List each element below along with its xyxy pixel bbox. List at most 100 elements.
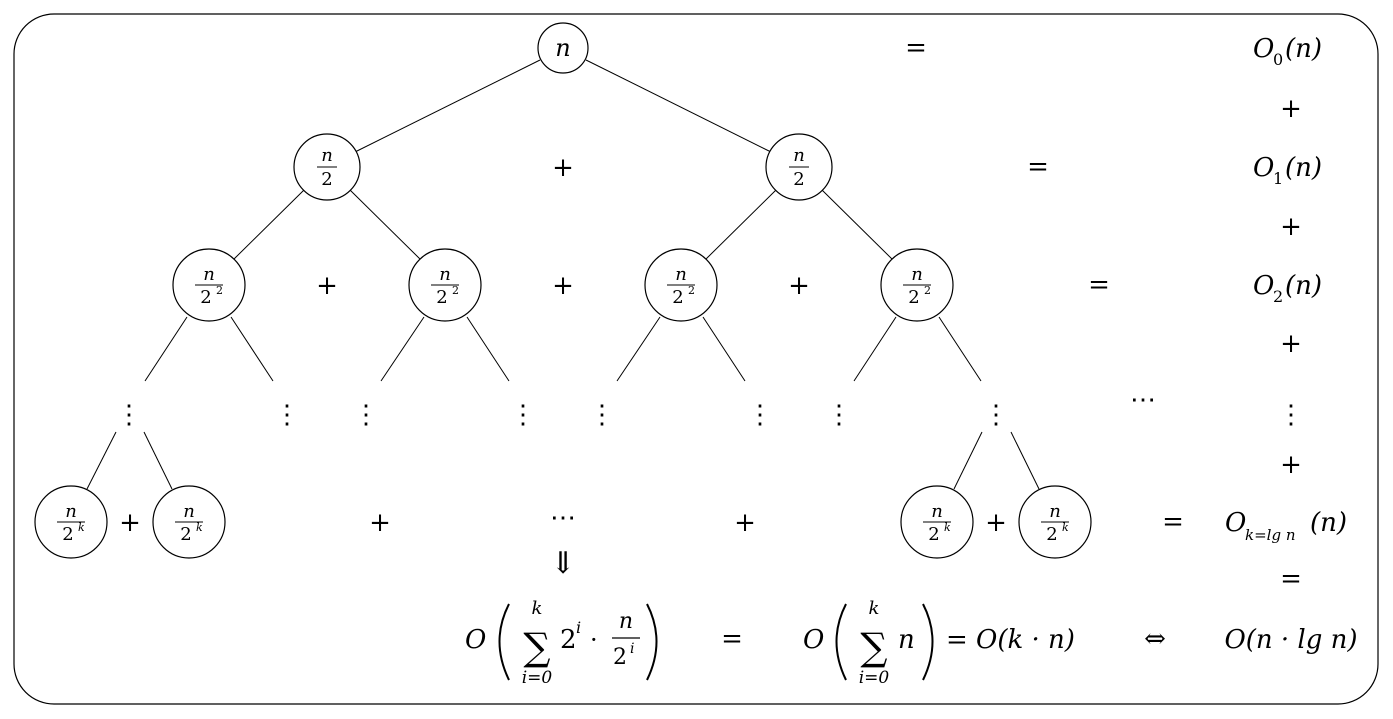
tree-node-level1: n 2 (765, 133, 833, 201)
plus-sign: + (1280, 94, 1302, 124)
plus-sign: + (985, 508, 1007, 538)
tree-edge (466, 316, 510, 382)
tree-edge (585, 59, 772, 153)
svg-text:(n): (n) (1310, 508, 1347, 538)
vdots: ⋮ (589, 400, 615, 430)
tree-node-level2: n 2 2 (644, 248, 718, 322)
tree-node-leaf: n 2 k (34, 485, 108, 559)
level-cost-O0: O 0 (n) (1253, 34, 1322, 69)
plus-sign: + (1280, 212, 1302, 242)
svg-text:k: k (869, 598, 880, 619)
tree-edge (230, 316, 274, 382)
svg-text:k=lg n: k=lg n (1245, 526, 1296, 544)
plus-sign: + (316, 271, 338, 301)
tree-node-level2: n 2 2 (172, 248, 246, 322)
tree-edge (143, 431, 173, 490)
frac-numerator: n (439, 264, 451, 285)
svg-text:O: O (803, 625, 824, 655)
svg-text:i=0: i=0 (522, 668, 553, 688)
equals-signs: = = = = (905, 33, 1184, 537)
level-cost-O1: O 1 (n) (1253, 153, 1322, 188)
tree-edge (821, 189, 894, 261)
svg-text:2: 2 (1273, 287, 1283, 306)
sum-formula-2: O k ∑ i=0 n = O(k · n) (803, 598, 1075, 688)
frac-numerator: n (911, 264, 923, 285)
tree-edge (86, 431, 117, 490)
frac-denominator: 2 (321, 169, 332, 190)
tree-edge (953, 431, 983, 490)
tree-edge (1010, 431, 1040, 490)
plus-sign: + (552, 153, 574, 183)
frac-denominator: 2 (928, 524, 939, 545)
svg-text:n: n (898, 625, 915, 655)
plus-sign: + (552, 271, 574, 301)
node-label: n (555, 34, 570, 62)
frac-denominator: 2 (62, 524, 73, 545)
frac-numerator: n (321, 145, 333, 166)
svg-text:O: O (1253, 34, 1274, 64)
tree-edge (232, 189, 305, 261)
right-column: O 0 (n) + O 1 (n) + O 2 (n) + + O k=lg n… (1224, 34, 1357, 655)
frac-numerator: n (203, 264, 215, 285)
frac-denominator: 2 (436, 287, 447, 308)
hdots: ⋯ (550, 503, 576, 533)
plus-sign: + (734, 508, 756, 538)
frac-exponent: k (944, 521, 951, 534)
tree-node-level2: n 2 2 (408, 248, 482, 322)
frac-numerator: n (65, 501, 77, 522)
svg-text:1: 1 (1273, 169, 1283, 188)
frac-exponent: k (78, 521, 85, 534)
tree-node-level2: n 2 2 (880, 248, 954, 322)
frac-exponent: k (1062, 521, 1069, 534)
tree-node-leaf: n 2 k (1018, 485, 1092, 559)
level-cost-Ok: O k=lg n (n) (1225, 508, 1347, 544)
svg-text:∑: ∑ (860, 625, 887, 669)
svg-text:2: 2 (560, 625, 577, 655)
frac-exponent: 2 (452, 284, 459, 297)
plus-signs: + + + + + + + + (119, 153, 1007, 538)
equals-sign: = (1088, 270, 1110, 300)
vdots: ⋮ (826, 400, 852, 430)
svg-text:2: 2 (613, 645, 627, 670)
frac-denominator: 2 (908, 287, 919, 308)
svg-text:∑: ∑ (523, 625, 550, 669)
iff-arrow-icon: ⇔ (1144, 624, 1166, 654)
tree-edge (853, 316, 897, 382)
plus-sign: + (1280, 450, 1302, 480)
level-cost-O2: O 2 (n) (1253, 271, 1322, 306)
hdots: ⋯ (1130, 385, 1156, 415)
svg-text:i=0: i=0 (859, 668, 890, 688)
svg-text:k: k (532, 598, 543, 619)
equals-sign: = (1027, 152, 1049, 182)
tree-node-root: n (537, 22, 589, 74)
vdots: ⋮ (116, 400, 142, 430)
equals-sign: = (1280, 564, 1302, 594)
equals-sign: = (905, 33, 927, 63)
vdots: ⋮ (747, 400, 773, 430)
tree-edge (616, 316, 661, 382)
final-complexity: O(n · lg n) (1224, 625, 1357, 655)
svg-text:·: · (590, 626, 598, 654)
tree-edge (349, 189, 422, 261)
vdots: ⋮ (510, 400, 536, 430)
sum-result: = O(k · n) (946, 625, 1075, 655)
svg-text:(n): (n) (1285, 271, 1322, 301)
frac-exponent: k (196, 521, 203, 534)
tree-edge (144, 316, 188, 382)
frac-exponent: 2 (688, 284, 695, 297)
frac-exponent: 2 (216, 284, 223, 297)
tree-edge (354, 59, 541, 153)
tree-edge (704, 189, 777, 261)
vdots: ⋮ (274, 400, 300, 430)
frac-numerator: n (1049, 501, 1061, 522)
svg-text:O: O (1225, 508, 1246, 538)
plus-sign: + (788, 271, 810, 301)
svg-text:(n): (n) (1285, 153, 1322, 183)
frac-denominator: 2 (200, 287, 211, 308)
svg-text:i: i (576, 618, 581, 637)
frac-denominator: 2 (793, 169, 804, 190)
frac-denominator: 2 (1046, 524, 1057, 545)
svg-text:O: O (465, 625, 486, 655)
down-double-arrow-icon: ⇓ (550, 546, 575, 581)
